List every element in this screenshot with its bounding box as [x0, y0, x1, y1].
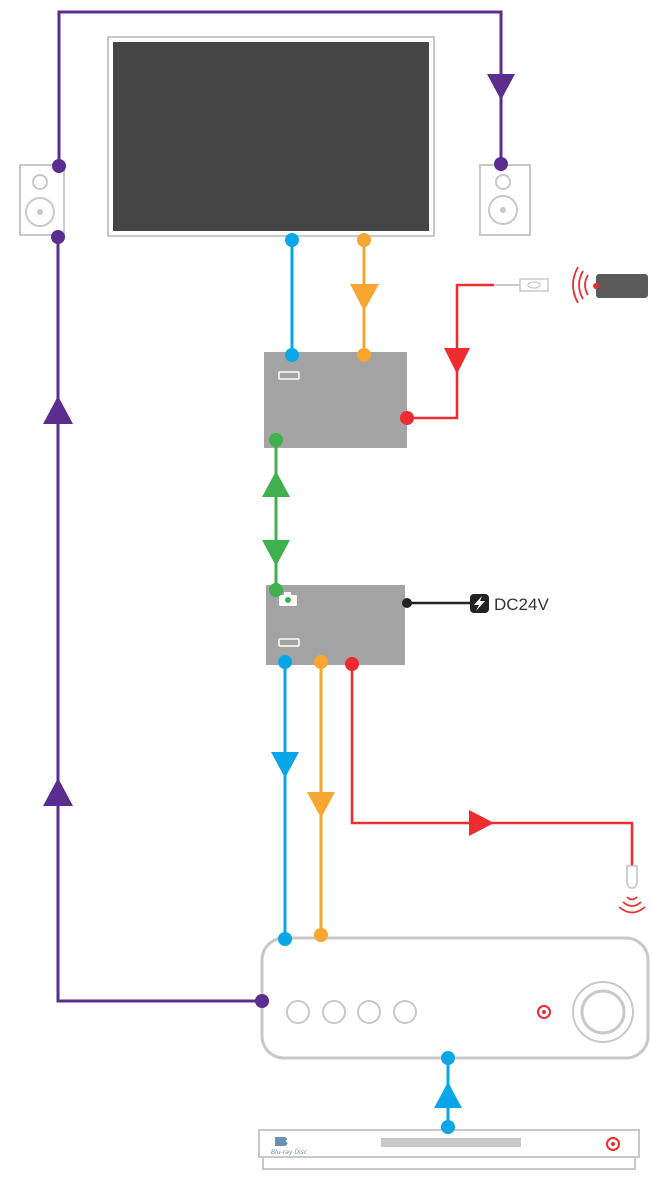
arrow-up-left-1 [43, 396, 73, 424]
lightning-icon [470, 594, 489, 613]
ir-arrow-down [444, 348, 470, 374]
av-amplifier [260, 936, 650, 1060]
hdmi-port-icon [278, 638, 300, 647]
tv-hdmi-port [285, 233, 299, 247]
speaker-woofer [25, 197, 55, 227]
ir-receiver-icon [618, 865, 646, 914]
hdbaset-arrow-down [262, 540, 290, 566]
receiver-box [266, 585, 405, 665]
power-label: DC24V [494, 595, 549, 614]
remote-control-icon [572, 266, 648, 304]
hdmi-port-icon [278, 371, 300, 380]
amplifier-audio-port [314, 928, 328, 942]
left-speaker-top-port [52, 159, 66, 173]
right-speaker-port [494, 157, 508, 171]
bluray-logo-icon: Blu-ray Disc [271, 1137, 308, 1156]
ir-arrow-right [469, 810, 494, 836]
left-speaker [19, 164, 65, 236]
amplifier-knob [357, 1000, 381, 1024]
speaker-tweeter [32, 174, 48, 190]
receiver-power-port [402, 598, 412, 608]
audio-arrow-down-bottom [307, 792, 335, 818]
hdmi-arrow-up [434, 1082, 462, 1108]
receiver-audio-port [314, 655, 328, 669]
player-hdmi-port [441, 1120, 455, 1134]
tv-screen [113, 42, 429, 231]
speaker-woofer [488, 195, 518, 225]
hdmi-arrow-down [271, 752, 299, 778]
speaker-tweeter [495, 174, 511, 190]
transmitter-box [264, 352, 407, 448]
speaker-wire-arrows [43, 74, 515, 806]
tv-audio-port [357, 233, 371, 247]
receiver-hdmi-port [278, 655, 292, 669]
amplifier-hdmi-port [278, 932, 292, 946]
audio-arrow-down-top [350, 284, 379, 311]
transmitter-hdmi-port [285, 348, 299, 362]
arrow-down-right-speaker [487, 74, 515, 100]
amplifier-knob [322, 1000, 346, 1024]
player-ir-window [606, 1137, 620, 1151]
amplifier-speaker-port [255, 994, 269, 1008]
bluray-player: Blu-ray Disc [258, 1129, 640, 1170]
tv-display [107, 36, 435, 237]
volume-knob-outer [572, 981, 634, 1043]
ir-emitter-icon [494, 278, 549, 292]
arrow-up-left-2 [43, 778, 73, 806]
amplifier-ir-window [537, 1005, 551, 1019]
amplifier-hdmi-in-port [441, 1051, 455, 1065]
camera-icon [279, 592, 297, 606]
disc-tray [381, 1138, 521, 1147]
right-speaker [479, 164, 531, 236]
receiver-hdbaset-port [269, 583, 283, 597]
svg-text:Blu-ray Disc: Blu-ray Disc [271, 1149, 308, 1156]
volume-knob-inner [580, 989, 626, 1035]
ir-wire-receiver [350, 664, 634, 866]
transmitter-audio-port [357, 348, 371, 362]
amplifier-to-speaker-link [56, 237, 262, 1003]
hdbaset-arrow-up [262, 471, 290, 497]
amplifier-knob [393, 1000, 417, 1024]
amplifier-knob [286, 1000, 310, 1024]
left-speaker-bottom-port [51, 230, 65, 244]
